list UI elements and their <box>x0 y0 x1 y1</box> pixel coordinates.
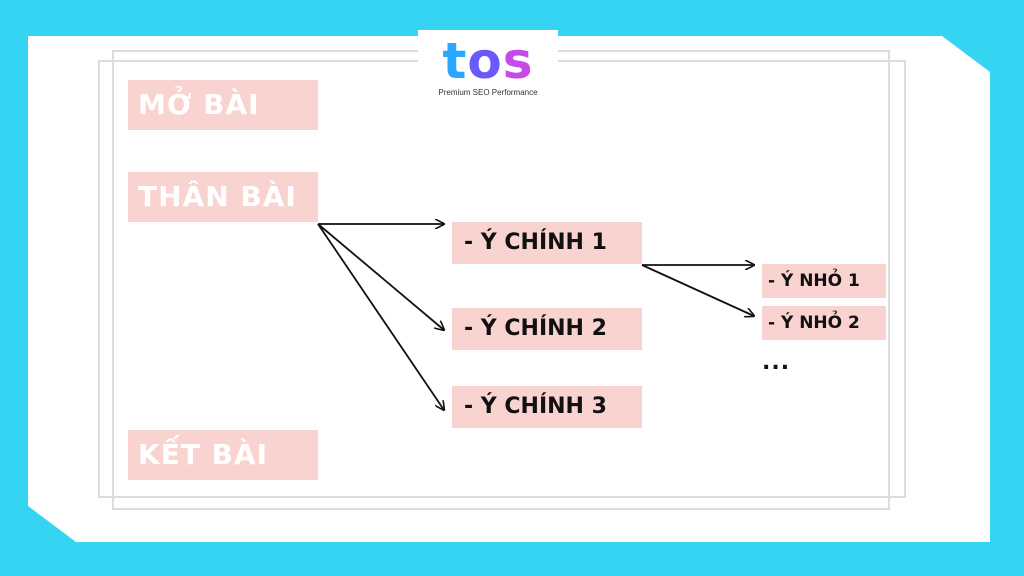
brand-logo: tos Premium SEO Performance <box>418 30 558 106</box>
logo-tagline: Premium SEO Performance <box>438 88 538 97</box>
arrow-body-to-main-2 <box>317 223 444 330</box>
arrow-body-to-main-3 <box>317 223 444 410</box>
conclusion-box: KẾT BÀI <box>128 430 318 480</box>
main-point-1: - Ý CHÍNH 1 <box>452 222 642 264</box>
corner-decoration <box>28 506 76 542</box>
sub-point-2: - Ý NHỎ 2 <box>762 306 886 340</box>
arrow-main1-to-sub-2 <box>641 264 754 316</box>
main-point-2: - Ý CHÍNH 2 <box>452 308 642 350</box>
intro-box: MỞ BÀI <box>128 80 318 130</box>
body-box: THÂN BÀI <box>128 172 318 222</box>
corner-decoration <box>942 36 990 72</box>
sub-point-1: - Ý NHỎ 1 <box>762 264 886 298</box>
main-point-3: - Ý CHÍNH 3 <box>452 386 642 428</box>
logo-wordmark: tos <box>442 32 534 90</box>
more-ellipsis: ... <box>762 350 791 375</box>
